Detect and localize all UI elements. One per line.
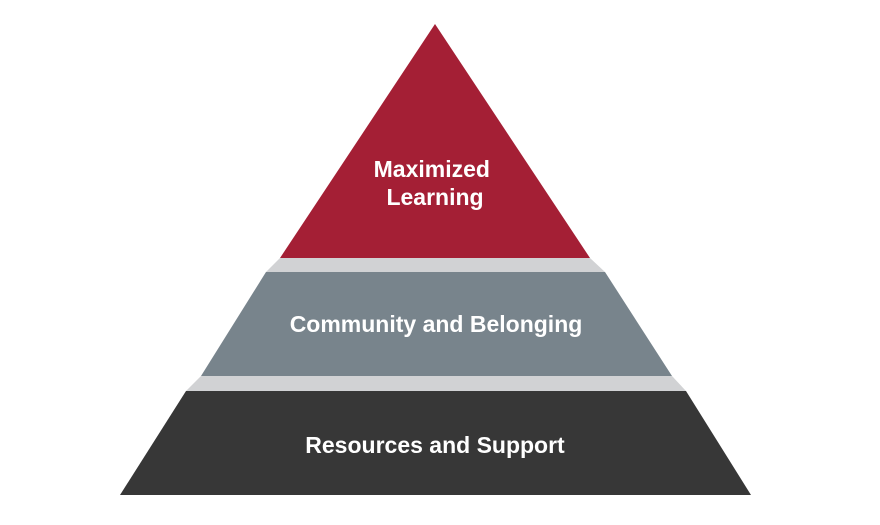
tier-top-triangle bbox=[280, 24, 590, 258]
tier-top-label-line-2: Learning bbox=[386, 184, 483, 210]
tier-bottom-label: Resources and Support bbox=[305, 432, 565, 458]
connector-band-top-middle bbox=[266, 258, 605, 272]
tier-top-label: Maximized Learning bbox=[374, 156, 497, 210]
tier-middle-label: Community and Belonging bbox=[290, 311, 583, 337]
tier-bottom-trapezoid bbox=[120, 391, 751, 495]
tier-middle-trapezoid bbox=[201, 272, 672, 376]
tier-bottom-label-line-1: Resources and Support bbox=[305, 432, 565, 458]
connector-band-middle-bottom bbox=[186, 376, 686, 391]
tier-top-label-line-1: Maximized bbox=[374, 156, 490, 182]
tier-middle-label-line-1: Community and Belonging bbox=[290, 311, 583, 337]
